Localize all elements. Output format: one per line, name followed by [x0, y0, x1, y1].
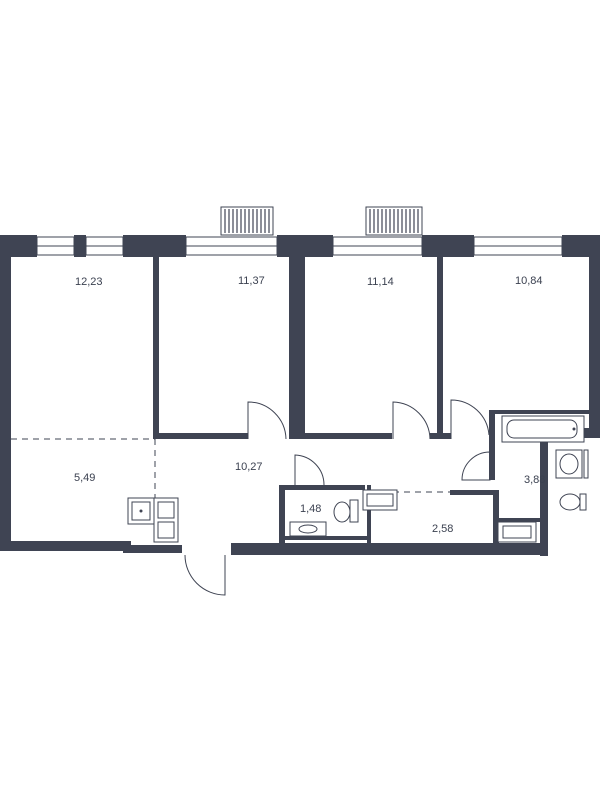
- room-label-wc: 1,48: [300, 503, 321, 515]
- room-label-bedroom-3: 11,14: [367, 276, 394, 288]
- wc-toilet: [333, 499, 359, 523]
- exterior-wall-top: [0, 235, 600, 257]
- bathtub: [501, 415, 585, 443]
- room-label-bathroom: 3,88: [524, 474, 545, 486]
- windows: [36, 236, 563, 256]
- room-label-bedroom-2: 11,37: [238, 275, 265, 287]
- bathroom-washer: [497, 521, 537, 543]
- bathroom-walls: [489, 410, 589, 543]
- bathroom-toilet: [559, 493, 587, 511]
- room-label-storage: 2,58: [432, 523, 453, 535]
- doors: [184, 399, 491, 596]
- storage-unit: [362, 489, 398, 511]
- room-label-bedroom-4: 10,84: [515, 275, 543, 287]
- interior-walls: [153, 257, 451, 439]
- balcony-grille-right: [365, 206, 423, 236]
- wc-sink: [289, 521, 327, 537]
- room-label-kitchen-zone: 5,49: [74, 472, 95, 484]
- room-label-bedroom-1: 12,23: [75, 276, 103, 288]
- exterior-wall-bottom: [0, 541, 548, 555]
- kitchen-sink: [153, 497, 179, 543]
- kitchen-stove: [127, 497, 155, 525]
- wc-walls: [279, 485, 495, 543]
- bathroom-sink: [555, 449, 589, 479]
- balcony-grille-left: [220, 206, 274, 236]
- room-label-hallway: 10,27: [235, 461, 263, 473]
